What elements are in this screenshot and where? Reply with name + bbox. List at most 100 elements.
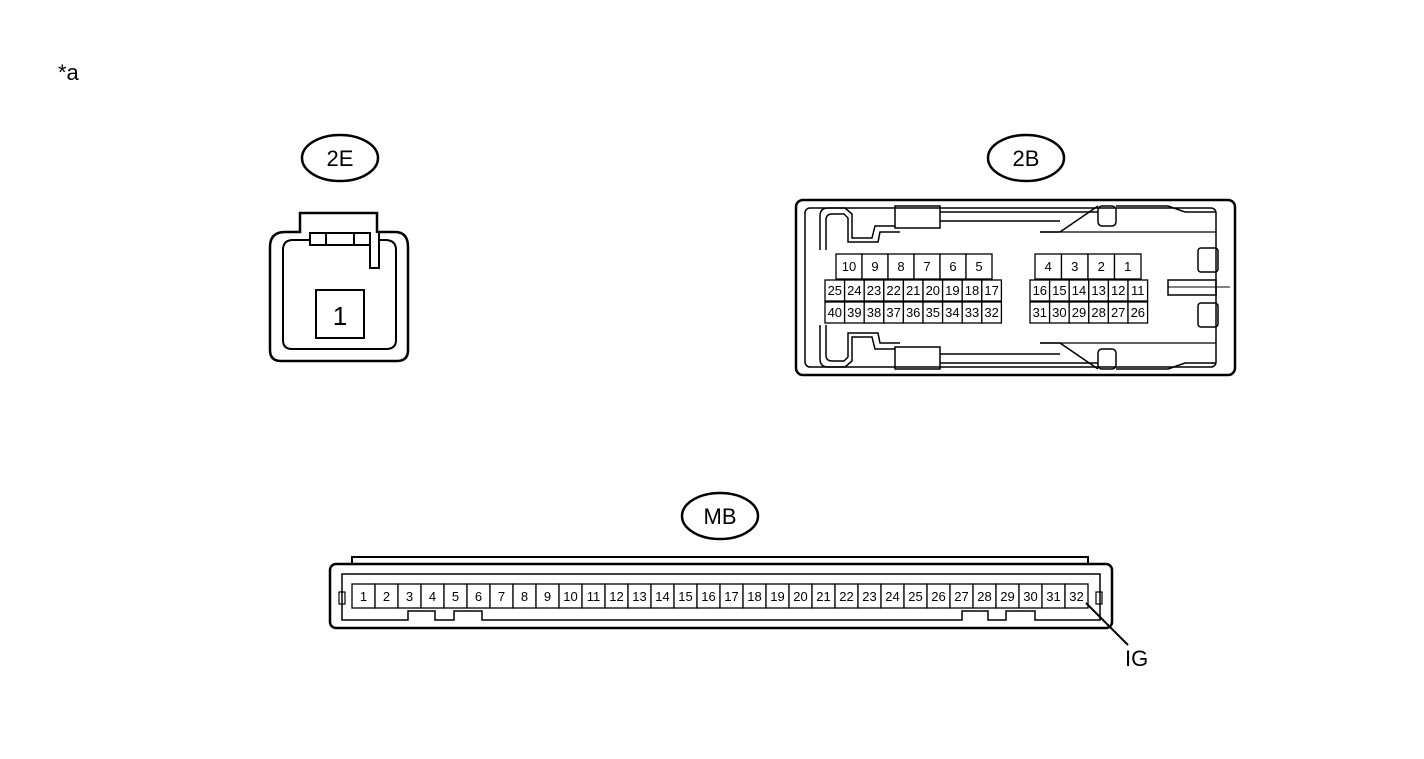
connector-mb-pin-30-label: 30	[1023, 589, 1037, 604]
connector-2b-pin-1-label: 1	[1124, 259, 1131, 274]
connector-mb-pin-14-label: 14	[655, 589, 669, 604]
connector-2b-pin-40-label: 40	[828, 305, 842, 320]
connector-2b-pin-16-label: 16	[1033, 283, 1047, 298]
connector-2b-pin-11	[1127, 279, 1149, 302]
connector-mb-pin-27-label: 27	[954, 589, 968, 604]
connector-mb-pin-24-label: 24	[885, 589, 899, 604]
connector-2b-pin-39-label: 39	[847, 305, 861, 320]
connector-2b-pin-3-label: 3	[1071, 259, 1078, 274]
connector-mb-pin-19-label: 19	[770, 589, 784, 604]
connector-2b-pin-28-label: 28	[1091, 305, 1105, 320]
connector-2b-pin-27-label: 27	[1111, 305, 1125, 320]
connector-2b-pin-7-label: 7	[923, 259, 930, 274]
connector-mb-label-oval	[680, 491, 760, 541]
connector-mb-pin-13-label: 13	[632, 589, 646, 604]
connector-mb-pin-25-label: 25	[908, 589, 922, 604]
note-label: *a	[58, 60, 80, 85]
connector-2b-pin-9	[861, 253, 889, 280]
connector-2b-pin-17	[981, 279, 1003, 302]
connector-2b-pin-11-label: 11	[1131, 283, 1145, 298]
connector-mb-pin-21-label: 21	[816, 589, 830, 604]
connector-mb-pin-7-label: 7	[498, 589, 505, 604]
connector-mb-pin-6-label: 6	[475, 589, 482, 604]
connector-2b-pin-10-label: 10	[842, 259, 856, 274]
ig-callout-label: IG	[1125, 646, 1148, 671]
connector-2b-pin-5	[965, 253, 993, 280]
connector-2b-pin-1	[1113, 253, 1142, 280]
connector-mb-pin-10-label: 10	[563, 589, 577, 604]
connector-2b-pin-12-label: 12	[1111, 283, 1125, 298]
connector-2b-pin-29-label: 29	[1072, 305, 1086, 320]
connector-2b-pin-26-label: 26	[1131, 305, 1145, 320]
connector-mb-pin-29-label: 29	[1000, 589, 1014, 604]
connector-2b-pin-38-label: 38	[867, 305, 881, 320]
connector-2b-label: 2B	[1013, 146, 1040, 171]
connector-mb-pin-2-label: 2	[383, 589, 390, 604]
connector-2b-label-oval	[986, 133, 1066, 183]
connector-2b-pin-7	[913, 253, 941, 280]
connector-2b-pin-19-label: 19	[945, 283, 959, 298]
connector-2b-pin-32-label: 32	[984, 305, 998, 320]
connector-2b-pin-33-label: 33	[965, 305, 979, 320]
connector-2b-pin-23-label: 23	[867, 283, 881, 298]
connector-mb-pin-16-label: 16	[701, 589, 715, 604]
connector-2e: 2E 1	[268, 133, 410, 363]
connector-mb-pin-17-label: 17	[724, 589, 738, 604]
connector-2b-pin-21-label: 21	[906, 283, 920, 298]
connector-2b-pin-18-label: 18	[965, 283, 979, 298]
connector-mb-pin-11-label: 11	[587, 589, 601, 604]
connector-2b-pin-36-label: 36	[906, 305, 920, 320]
connector-2b-pin-31-label: 31	[1033, 305, 1047, 320]
connector-2e-label: 2E	[327, 146, 354, 171]
connector-2b-pin-22-label: 22	[886, 283, 900, 298]
connector-2e-latch	[309, 232, 371, 246]
connector-2b-pin-13-label: 13	[1091, 283, 1105, 298]
connector-mb-pin-26-label: 26	[931, 589, 945, 604]
connector-mb-pin-23-label: 23	[862, 589, 876, 604]
connector-mb-pin-1-label: 1	[360, 589, 367, 604]
connector-2b-pin-34-label: 34	[945, 305, 959, 320]
connector-2b-housing	[794, 198, 1237, 377]
connector-mb-pin-12-label: 12	[609, 589, 623, 604]
connector-mb-pin-3-label: 3	[406, 589, 413, 604]
connector-2e-label-oval	[300, 133, 380, 183]
connector-2b-pin-24-label: 24	[847, 283, 861, 298]
connector-2b-pin-4-label: 4	[1045, 259, 1052, 274]
connector-2e-inner	[282, 239, 397, 350]
connector-mb-pin-18-label: 18	[747, 589, 761, 604]
ig-callout-line	[1085, 602, 1129, 646]
connector-mb-pin-28-label: 28	[977, 589, 991, 604]
connector-mb-label: MB	[704, 504, 737, 529]
connector-mb-pin-22-label: 22	[839, 589, 853, 604]
connector-mb-pin-8-label: 8	[521, 589, 528, 604]
connector-2b-pin-25-label: 25	[828, 283, 842, 298]
connector-2b-pin-14-label: 14	[1072, 283, 1086, 298]
connector-mb-pin-32-label: 32	[1069, 589, 1083, 604]
connector-2b-pin-8-label: 8	[897, 259, 904, 274]
connector-mb-pin-15-label: 15	[678, 589, 692, 604]
connector-2b-pin-8	[887, 253, 915, 280]
connector-2b-pin-17-label: 17	[984, 283, 998, 298]
connector-mb-pin-31-label: 31	[1046, 589, 1060, 604]
connector-2b-pin-6-label: 6	[949, 259, 956, 274]
connector-2e-pin-1-label: 1	[333, 301, 347, 331]
connector-2e-housing	[268, 211, 410, 363]
connector-mb-pin-20-label: 20	[793, 589, 807, 604]
connector-2b-pin-26	[1127, 301, 1149, 324]
connector-mb-pin-5-label: 5	[452, 589, 459, 604]
connector-2b-pin-9-label: 9	[871, 259, 878, 274]
connector-mb-pin-4-label: 4	[429, 589, 436, 604]
connector-2b-pin-6	[939, 253, 967, 280]
connector-2b-pin-35-label: 35	[926, 305, 940, 320]
connector-2b-pin-32	[981, 301, 1003, 324]
connector-2b-pin-37-label: 37	[886, 305, 900, 320]
connector-mb-pin-32	[1064, 583, 1089, 609]
connector-2e-pin-1	[315, 289, 365, 339]
connector-mb-housing	[328, 562, 1114, 630]
connector-2b-pin-3	[1060, 253, 1089, 280]
